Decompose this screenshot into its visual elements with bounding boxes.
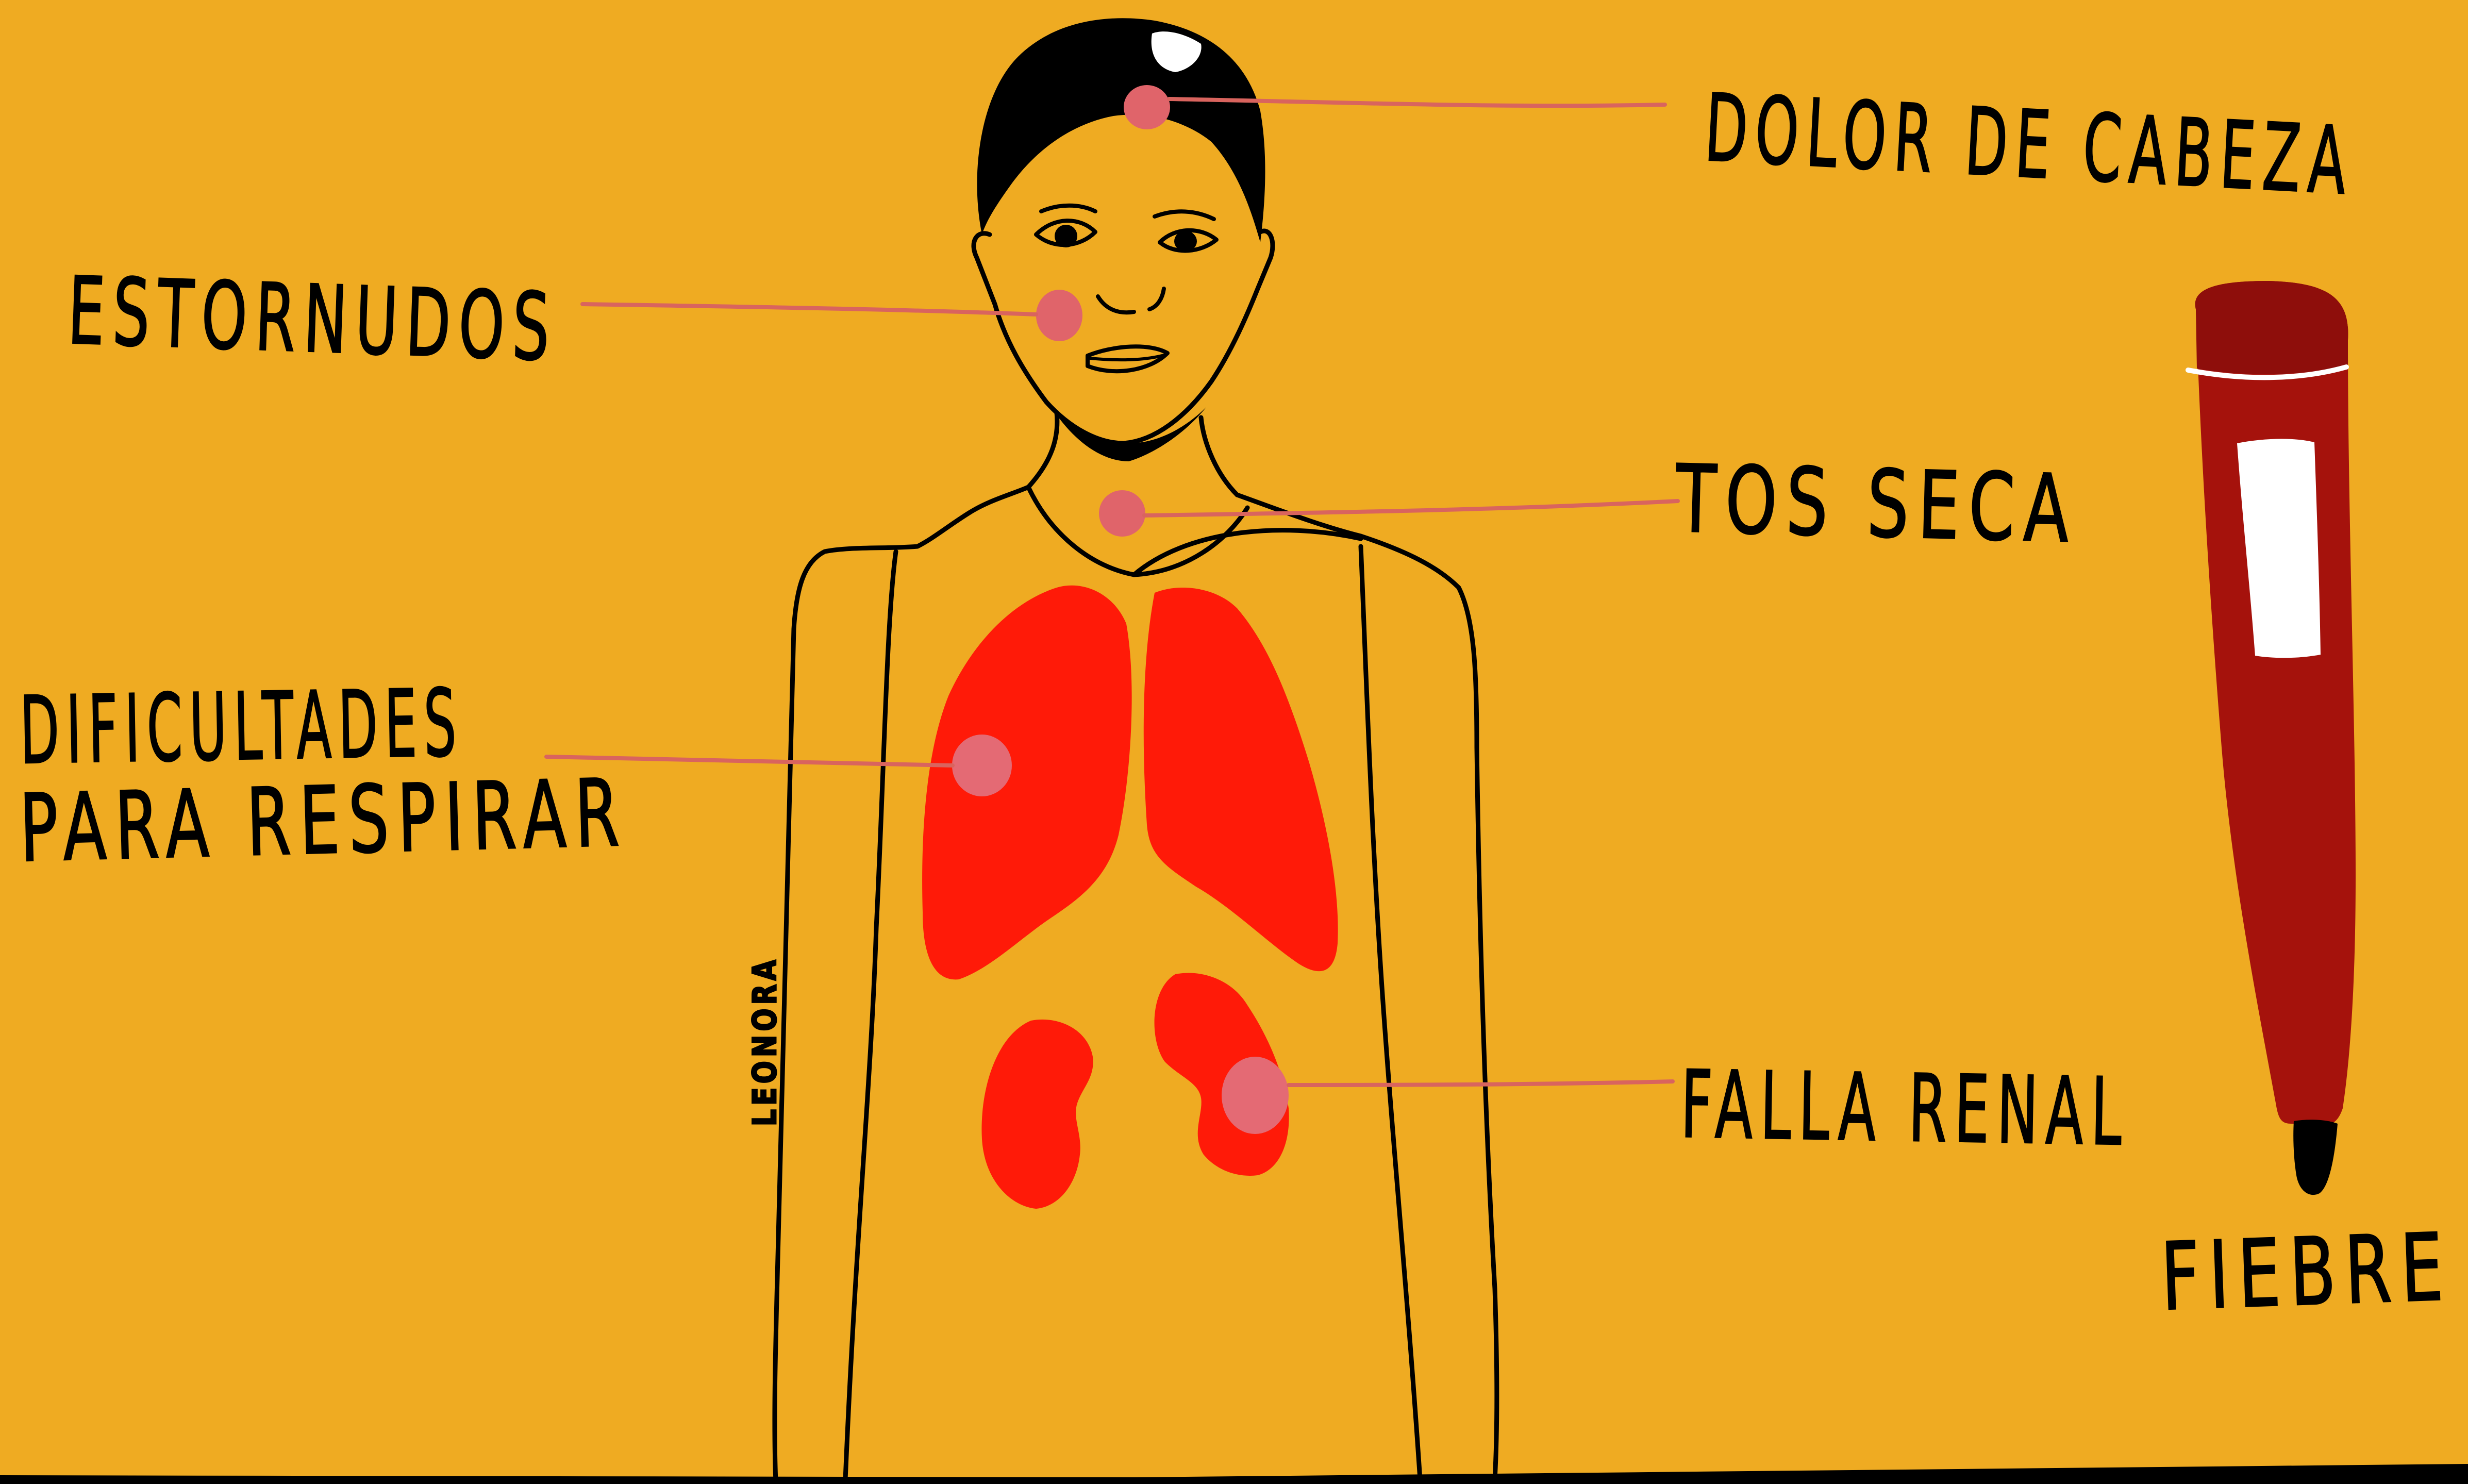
hair: [977, 18, 1265, 242]
marker-headache: [1124, 85, 1170, 129]
label-sneezing: ESTORNUDOS: [66, 257, 559, 382]
artist-signature: LEONORA: [746, 956, 783, 1126]
inner-arm-left: [845, 552, 896, 1479]
thermometer-body: [2195, 281, 2356, 1125]
mouth: [1088, 346, 1168, 371]
leader-lines: [546, 99, 1678, 1085]
thermometer-tip: [2293, 1120, 2338, 1195]
leader-dry-cough: [1144, 501, 1678, 515]
thermometer-cap: [2195, 281, 2348, 374]
marker-breathing: [952, 735, 1012, 796]
nose: [1098, 289, 1164, 312]
eyes: [1036, 206, 1216, 252]
marker-dry-cough: [1099, 490, 1145, 537]
label-dry-cough: TOS SECA: [1674, 445, 2079, 563]
label-headache: DOLOR DE CABEZA: [1703, 74, 2357, 216]
label-kidney: FALLA RENAL: [1680, 1051, 2130, 1166]
kidney-left: [981, 1020, 1093, 1209]
human-figure-icon: [775, 18, 1497, 1482]
inner-arm-right: [1361, 546, 1420, 1479]
lung-right: [1144, 588, 1338, 971]
label-fever: FIEBRE: [2159, 1213, 2454, 1331]
bottom-ground-line: [0, 1464, 2468, 1484]
lung-left: [922, 586, 1132, 980]
marker-sneezing: [1036, 290, 1082, 341]
leader-sneezing: [582, 304, 1036, 314]
marker-kidney: [1222, 1057, 1289, 1134]
thermometer-icon: [2188, 281, 2356, 1195]
label-breathing-line2: PARA RESPIRAR: [19, 759, 629, 883]
leader-kidney: [1289, 1081, 1673, 1085]
face-outline: [974, 231, 1273, 443]
